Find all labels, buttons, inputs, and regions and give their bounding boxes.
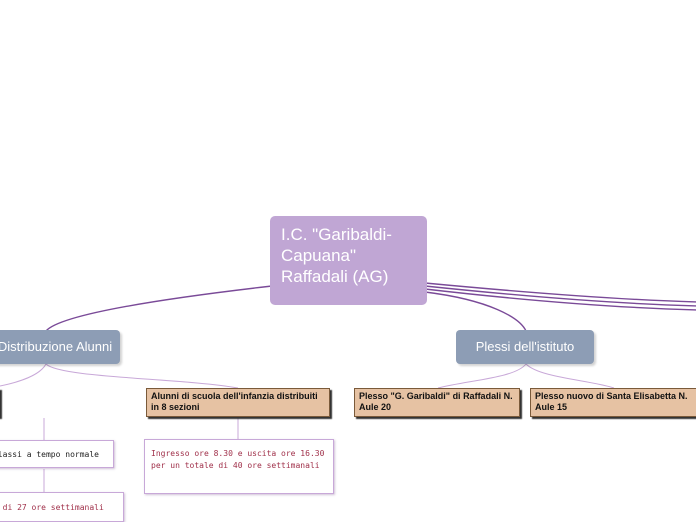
connector-alunni-infanzia xyxy=(45,363,239,389)
connector-plessi-elisabetta xyxy=(525,363,615,389)
connector-root-offscreen-1 xyxy=(424,282,696,303)
note-classi[interactable]: classi a tempo normale xyxy=(0,440,114,468)
root-topic[interactable]: I.C. "Garibaldi-Capuana" Raffadali (AG) xyxy=(270,216,427,305)
connector-root-plessi xyxy=(424,291,527,332)
branch-distribuzione-alunni[interactable]: Distribuzione Alunni xyxy=(0,330,120,364)
connector-plessi-garibaldi xyxy=(437,363,527,389)
connector-root-alunni xyxy=(45,285,273,332)
connector-root-offscreen-2 xyxy=(424,285,696,307)
connector-root-offscreen-3 xyxy=(424,288,696,311)
card-plesso-garibaldi[interactable]: Plesso "G. Garibaldi" di Raffadali N. Au… xyxy=(354,388,520,417)
connector-alunni-left xyxy=(0,363,47,387)
branch-plessi-istituto[interactable]: Plessi dell'istituto xyxy=(456,330,594,364)
note-ore-settimanali[interactable]: e di 27 ore settimanali xyxy=(0,492,124,522)
card-plesso-santa-elisabetta[interactable]: Plesso nuovo di Santa Elisabetta N. Aule… xyxy=(530,388,696,417)
note-ingresso[interactable]: Ingresso ore 8.30 e uscita ore 16.30 per… xyxy=(144,439,334,494)
card-infanzia[interactable]: Alunni di scuola dell'infanzia distribui… xyxy=(146,388,330,417)
